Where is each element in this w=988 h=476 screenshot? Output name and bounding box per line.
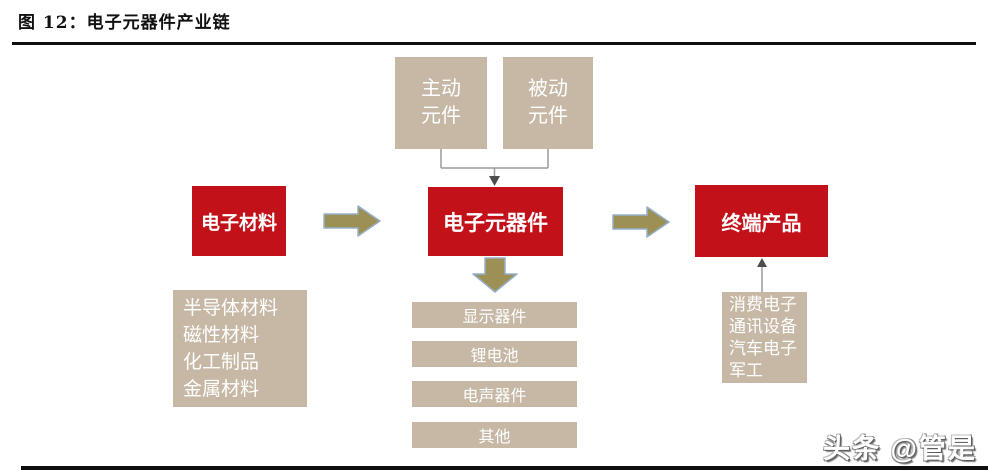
- up-arrow-icon: [757, 258, 767, 292]
- figure-title: 图 12：电子元器件产业链: [18, 13, 231, 33]
- node-label: 电子元器件: [443, 211, 548, 235]
- down-arrow-icon: [472, 257, 518, 293]
- node-label: 终端产品: [721, 212, 802, 235]
- subcomponent-bar: 其他: [412, 422, 577, 448]
- node-label: 主动 元件: [421, 78, 461, 127]
- node-label: 电子材料: [200, 212, 277, 234]
- bottom-rule: [21, 466, 988, 470]
- node-electronic-materials: 电子材料: [192, 186, 286, 256]
- node-end-products: 终端产品: [695, 185, 828, 257]
- bar-label: 锂电池: [470, 348, 519, 365]
- watermark: 头条 @管是: [823, 434, 977, 464]
- end-markets-list: 消费电子 通讯设备 汽车电子 军工: [722, 292, 807, 383]
- right-arrow-icon: [323, 205, 381, 237]
- subcomponent-bar: 电声器件: [412, 381, 577, 407]
- top-rule: [12, 42, 976, 45]
- right-arrow-icon: [612, 206, 670, 238]
- subcomponent-bar: 锂电池: [412, 341, 577, 367]
- subcomponent-bar: 显示器件: [412, 302, 577, 328]
- node-active-components: 主动 元件: [395, 57, 487, 149]
- end-markets-list-text: 消费电子 通讯设备 汽车电子 军工: [729, 294, 797, 380]
- node-passive-components: 被动 元件: [503, 57, 593, 149]
- bar-label: 显示器件: [462, 309, 527, 326]
- merge-connector-arrow-icon: [440, 149, 549, 186]
- materials-list: 半导体材料 磁性材料 化工制品 金属材料: [173, 290, 307, 407]
- bar-label: 电声器件: [462, 388, 527, 405]
- bar-label: 其他: [478, 429, 511, 446]
- node-electronic-components: 电子元器件: [428, 187, 563, 256]
- materials-list-text: 半导体材料 磁性材料 化工制品 金属材料: [183, 297, 279, 400]
- node-label: 被动 元件: [528, 78, 568, 127]
